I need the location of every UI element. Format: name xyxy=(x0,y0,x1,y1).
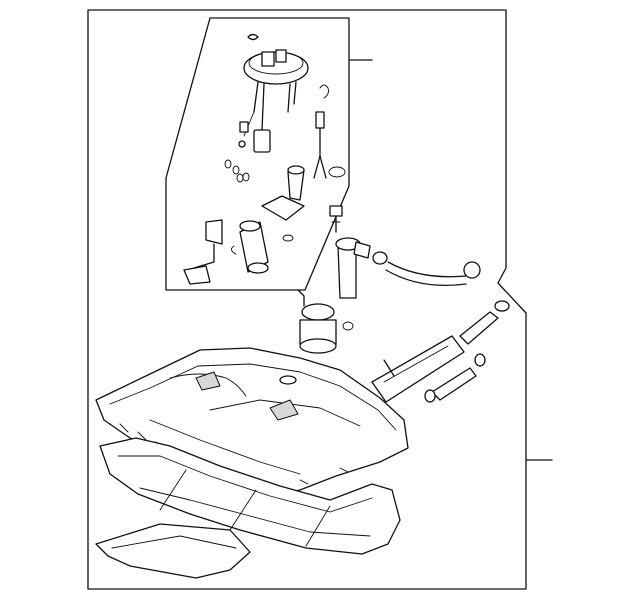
pump-subframe xyxy=(165,17,350,291)
pump-strainer xyxy=(261,165,305,242)
fuel-filler-pipe xyxy=(335,237,371,299)
heat-shield xyxy=(95,523,251,579)
fuel-sender-float xyxy=(183,219,223,285)
wire-harness xyxy=(313,111,346,179)
fuel-filter xyxy=(297,289,354,354)
tube-set xyxy=(371,300,510,403)
mounting-bolt xyxy=(329,205,343,233)
tank-straps xyxy=(99,437,401,555)
vent-hose xyxy=(372,251,481,287)
fuel-pump-motor xyxy=(231,220,269,274)
o-ring-set xyxy=(224,159,250,183)
fuel-pump-bracket xyxy=(238,33,329,153)
outer-frame xyxy=(87,9,527,590)
